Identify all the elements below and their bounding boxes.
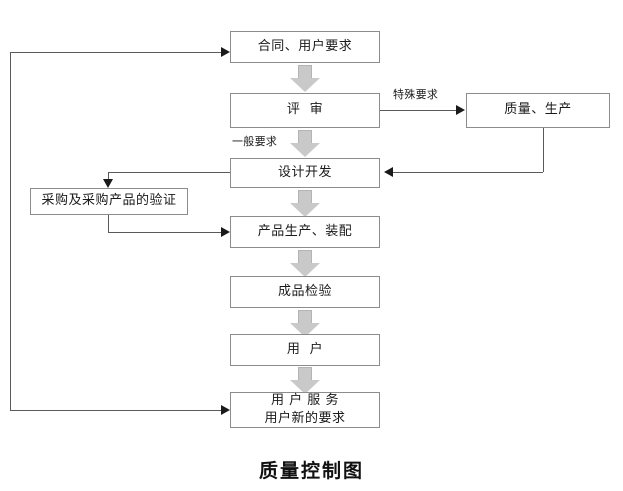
feedback-arrow-into-contract [221, 47, 230, 57]
edge-purchase-to-production-arrow [221, 227, 230, 237]
edge-design-to-purchase-arrow [103, 179, 113, 188]
block-arrow-inspection-to-customer [290, 310, 320, 337]
edge-quality-to-design-horizontal [393, 172, 543, 173]
block-arrow-shaft [298, 250, 312, 264]
node-design-development-label: 设计开发 [277, 164, 332, 180]
node-final-inspection[interactable]: 成品检验 [230, 276, 380, 308]
node-customer-label: 用 户 [286, 341, 324, 357]
edge-review-to-quality-arrow [456, 105, 465, 115]
edge-quality-to-design-vertical [543, 128, 544, 172]
block-arrow-shaft [298, 367, 312, 381]
block-arrow-shaft [298, 130, 312, 144]
node-review[interactable]: 评 审 [230, 93, 380, 128]
block-arrow-head [290, 323, 320, 337]
node-contract-requirements[interactable]: 合同、用户要求 [230, 31, 380, 63]
feedback-top-horizontal-line [10, 52, 224, 53]
node-production-assembly-label: 产品生产、装配 [257, 223, 353, 239]
node-review-label: 评 审 [286, 102, 324, 118]
node-customer-service-label: 用 户 服 务 [271, 393, 339, 409]
block-arrow-head [290, 380, 320, 394]
block-arrow-head [290, 143, 320, 157]
block-arrow-review-to-design [290, 130, 320, 157]
feedback-arrow-into-service [221, 405, 230, 415]
node-customer[interactable]: 用 户 [230, 334, 380, 366]
node-production-assembly[interactable]: 产品生产、装配 [230, 216, 380, 248]
node-customer-service[interactable]: 用 户 服 务 用户新的要求 [230, 392, 380, 428]
edge-label-general-requirements: 一般要求 [232, 135, 278, 148]
block-arrow-design-to-production [290, 190, 320, 217]
node-contract-requirements-label: 合同、用户要求 [257, 38, 353, 54]
block-arrow-contract-to-review [290, 65, 320, 92]
edge-label-special-requirements: 特殊要求 [393, 88, 439, 101]
feedback-left-vertical-line [10, 52, 11, 410]
block-arrow-head [290, 78, 320, 92]
block-arrow-head [290, 263, 320, 277]
edge-design-to-purchase-vertical [108, 172, 109, 180]
node-design-development[interactable]: 设计开发 [230, 158, 380, 188]
block-arrow-head [290, 203, 320, 217]
block-arrow-shaft [298, 65, 312, 79]
node-quality-production[interactable]: 质量、生产 [466, 93, 610, 128]
feedback-bottom-horizontal-line [10, 410, 224, 411]
diagram-caption: 质量控制图 [258, 460, 364, 482]
block-arrow-production-to-inspection [290, 250, 320, 277]
node-purchase-verification-label: 采购及采购产品的验证 [41, 193, 177, 209]
node-customer-service-label-2: 用户新的要求 [264, 410, 346, 426]
node-quality-production-label: 质量、生产 [504, 102, 572, 118]
edge-purchase-to-production-vertical [108, 215, 109, 232]
block-arrow-shaft [298, 310, 312, 324]
edge-design-to-purchase-horizontal [108, 172, 230, 173]
block-arrow-customer-to-service [290, 367, 320, 394]
node-final-inspection-label: 成品检验 [277, 283, 332, 299]
edge-purchase-to-production-horizontal [108, 232, 224, 233]
block-arrow-shaft [298, 190, 312, 204]
edge-review-to-quality-line [380, 110, 458, 111]
edge-quality-to-design-arrow [384, 167, 393, 177]
node-purchase-verification[interactable]: 采购及采购产品的验证 [30, 188, 188, 215]
